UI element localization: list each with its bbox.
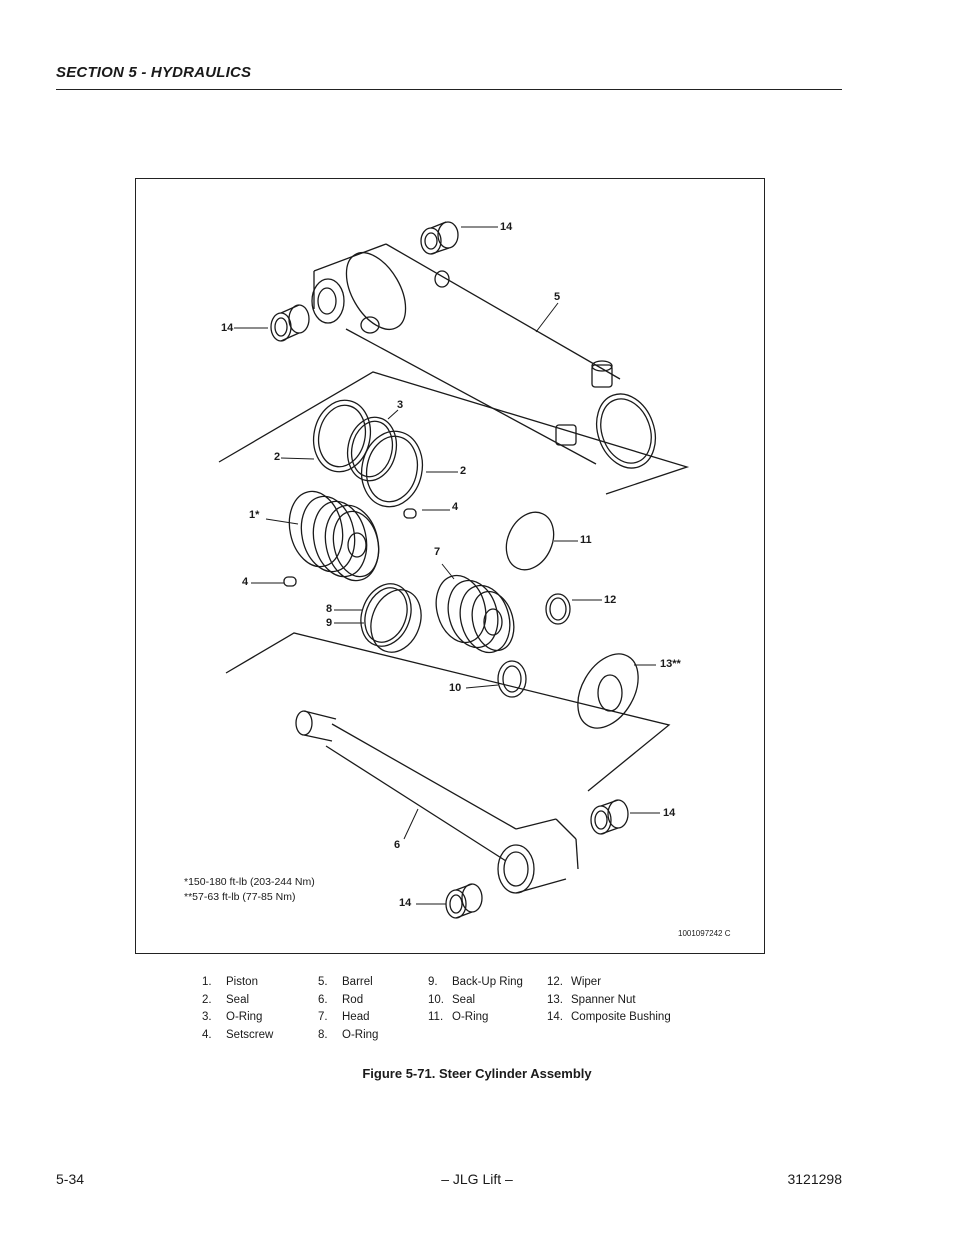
legend-num: 4. (202, 1028, 212, 1041)
legend-column-4: 12. Wiper 13. Spanner Nut 14. Composite Bus… (547, 974, 671, 1027)
footer-center-text: – JLG Lift – (441, 1171, 513, 1187)
legend-label: Head (342, 1011, 370, 1023)
legend-num: 3. (202, 1011, 212, 1023)
legend-label: Setscrew (226, 1028, 274, 1041)
legend-item: 3. O-Ring (202, 1009, 273, 1027)
bushing-lower-right (590, 799, 629, 835)
drawing-number: 1001097242 C (678, 929, 731, 938)
bushing-upper-right (420, 221, 459, 255)
callout-14: 14 (663, 807, 676, 819)
torque-note-spanner-nut: **57-63 ft-lb (77-85 Nm) (184, 891, 296, 903)
legend-label: Seal (452, 993, 476, 1006)
callout-5: 5 (554, 291, 561, 303)
legend-num: 9. (428, 976, 438, 988)
legend-num: 10. (428, 993, 444, 1006)
legend-label: Rod (342, 993, 364, 1006)
legend-label: O-Ring (226, 1011, 263, 1023)
head-drawing (435, 574, 515, 654)
seals-and-oring (312, 399, 424, 508)
setscrew-lower (283, 576, 297, 587)
legend-column-3: 9. Back-Up Ring 10. Seal 11. O-Ring (428, 974, 523, 1027)
assembly-plane-upper (218, 371, 690, 495)
legend-num: 13. (547, 993, 563, 1006)
legend-label: Wiper (571, 976, 602, 988)
legend-label: O-Ring (342, 1028, 379, 1041)
legend-num: 2. (202, 993, 212, 1006)
callout-1: 1* (249, 509, 260, 521)
torque-note-piston: *150-180 ft-lb (203-244 Nm) (184, 876, 315, 888)
legend-item: 10. Seal (428, 992, 523, 1010)
legend-num: 11. (428, 1011, 444, 1023)
leader-lines (234, 226, 660, 905)
legend-num: 1. (202, 976, 212, 988)
callout-14: 14 (221, 322, 234, 334)
legend-item: 4. Setscrew (202, 1027, 273, 1045)
legend-num: 8. (318, 1028, 328, 1041)
exploded-view-figure: 14 5 14 3 2 2 1* 4 7 11 4 12 8 9 13** 10… (135, 178, 765, 954)
legend-num: 5. (318, 976, 328, 988)
legend-item: 14. Composite Bushing (547, 1009, 671, 1027)
piston-drawing (288, 490, 380, 582)
callout-12: 12 (604, 594, 617, 606)
legend-item: 1. Piston (202, 974, 273, 992)
spanner-nut-drawing (577, 653, 639, 729)
bushing-lower-left (445, 883, 483, 919)
oring-11 (505, 511, 555, 571)
oring-8-backup-9 (360, 583, 422, 653)
callout-13: 13** (660, 658, 681, 670)
callout-8: 8 (326, 603, 333, 615)
callout-14: 14 (399, 897, 412, 909)
wiper-drawing (545, 593, 571, 625)
callout-14: 14 (500, 221, 513, 233)
rod-drawing (295, 710, 579, 894)
callout-2: 2 (274, 451, 281, 463)
callout-6: 6 (394, 839, 401, 851)
barrel-drawing (311, 243, 656, 469)
legend-column-1: 1. Piston 2. Seal 3. O-Ring 4. Setscrew (202, 974, 273, 1044)
legend-column-2: 5. Barrel 6. Rod 7. Head 8. O-Ring (318, 974, 378, 1044)
legend-item: 13. Spanner Nut (547, 992, 671, 1010)
legend-label: Piston (226, 976, 258, 988)
header-divider (56, 89, 842, 90)
assembly-plane-lower (225, 632, 671, 792)
legend-item: 5. Barrel (318, 974, 378, 992)
legend-label: Spanner Nut (571, 993, 636, 1006)
document-number: 3121298 (787, 1171, 842, 1187)
callout-2: 2 (460, 465, 467, 477)
seal-10-drawing (497, 660, 527, 698)
legend-label: Barrel (342, 976, 373, 988)
legend-num: 6. (318, 993, 328, 1006)
torque-notes: *150-180 ft-lb (203-244 Nm) **57-63 ft-l… (184, 875, 315, 905)
callout-4: 4 (242, 576, 249, 588)
legend-label: O-Ring (452, 1011, 489, 1023)
legend-label: Composite Bushing (571, 1011, 671, 1023)
legend-num: 7. (318, 1011, 328, 1023)
callout-3: 3 (397, 399, 404, 411)
legend-label: Back-Up Ring (452, 976, 523, 988)
legend-item: 2. Seal (202, 992, 273, 1010)
legend-num: 14. (547, 1011, 563, 1023)
section-title: SECTION 5 - HYDRAULICS (56, 64, 252, 81)
page-number: 5-34 (56, 1171, 85, 1187)
callout-4: 4 (452, 501, 459, 513)
legend-item: 8. O-Ring (318, 1027, 378, 1045)
setscrew-upper (403, 508, 417, 519)
legend-item: 9. Back-Up Ring (428, 974, 523, 992)
legend-item: 7. Head (318, 1009, 378, 1027)
legend-item: 12. Wiper (547, 974, 671, 992)
callout-10: 10 (449, 682, 462, 694)
legend-item: 11. O-Ring (428, 1009, 523, 1027)
figure-caption: Figure 5-71. Steer Cylinder Assembly (362, 1066, 592, 1081)
legend-item: 6. Rod (318, 992, 378, 1010)
steer-cylinder-drawing (218, 221, 690, 919)
callout-11: 11 (580, 534, 592, 546)
legend-num: 12. (547, 976, 563, 988)
bushing-upper-left (270, 304, 310, 342)
callout-7: 7 (434, 546, 441, 558)
callout-9: 9 (326, 617, 333, 629)
legend-label: Seal (226, 993, 250, 1006)
